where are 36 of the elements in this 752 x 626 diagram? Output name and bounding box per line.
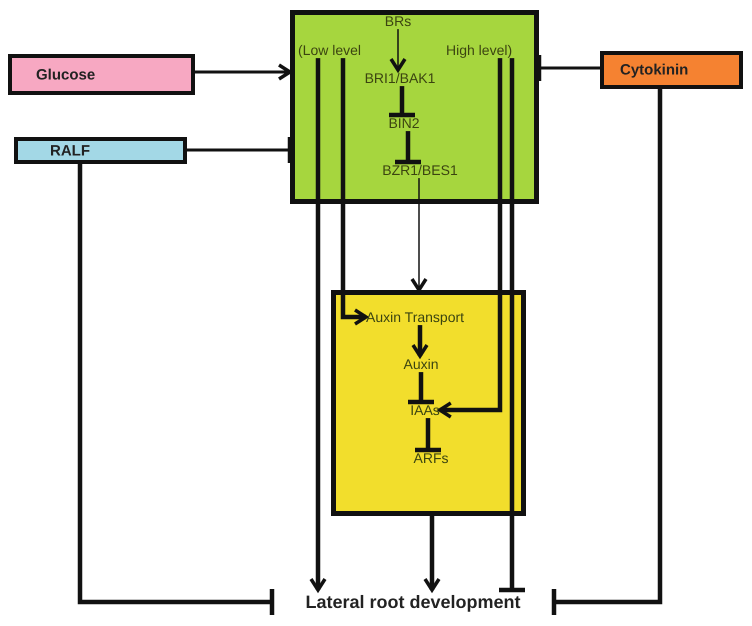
pathway-label: Auxin	[403, 356, 439, 372]
module-panel	[290, 10, 539, 204]
inhibition-connector	[392, 131, 424, 164]
inhibition-connector	[552, 89, 662, 618]
arrow	[309, 58, 327, 592]
inhibition-connector	[187, 134, 292, 166]
inhibition-connector	[78, 164, 274, 618]
factor-label: Glucose	[36, 66, 96, 83]
inhibition-connector	[406, 372, 436, 404]
outcome-label: Lateral root development	[272, 590, 554, 614]
arrow	[438, 58, 502, 419]
pathway-label: BIN2	[388, 115, 420, 132]
factor-box	[600, 51, 743, 89]
pathway-label: BRI1/BAK1	[364, 70, 436, 86]
factor-label: Cytokinin	[620, 62, 688, 78]
arrow	[411, 325, 429, 358]
inhibition-connector	[536, 52, 600, 84]
arrow	[389, 29, 407, 72]
inhibition-connector	[496, 58, 528, 592]
factor-box	[14, 137, 187, 164]
pathway-label: IAAs	[410, 402, 440, 418]
module-panel	[331, 290, 526, 516]
pathway-label: BRs	[384, 13, 412, 30]
inhibition-connector	[412, 418, 444, 452]
arrow	[340, 58, 368, 326]
pathway-label: High level)	[446, 42, 512, 58]
arrow	[423, 516, 441, 592]
pathway-label: ARFs	[414, 450, 448, 466]
pathway-label: Auxin Transport	[366, 309, 464, 326]
pathway-label: (Low level	[298, 42, 362, 58]
factor-label: RALF	[50, 142, 90, 159]
inhibition-connector	[386, 86, 418, 118]
factor-box	[8, 54, 195, 95]
arrow	[410, 178, 428, 292]
pathway-label: BZR1/BES1	[382, 162, 458, 178]
arrow	[195, 63, 292, 81]
